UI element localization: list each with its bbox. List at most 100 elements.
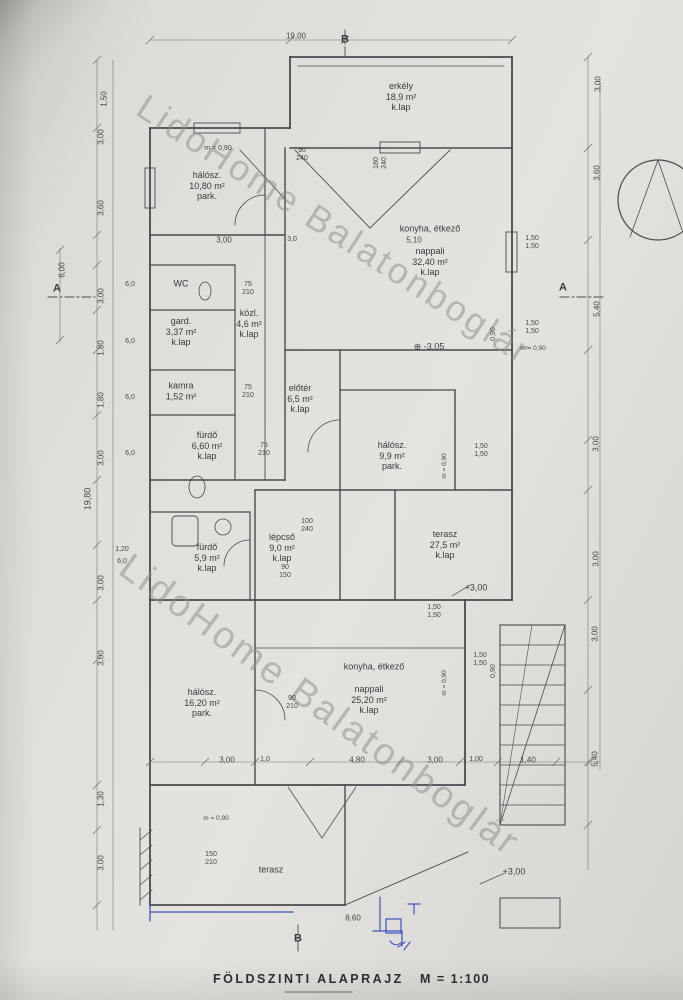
elevation-mark: ⊕ -3,05	[413, 341, 445, 352]
dimension-text: 3,00	[96, 855, 106, 871]
dimension-text: 3,00	[219, 755, 235, 765]
dimension-tick	[55, 335, 65, 345]
dimension-text: m = 0,90	[441, 453, 449, 479]
dimension-tick	[92, 540, 102, 550]
dimension-text: 1,80	[96, 392, 106, 408]
dimension-text: 5,40	[592, 301, 602, 317]
dimension-text: 3,00	[96, 575, 106, 591]
dimension-tick	[92, 780, 102, 790]
dimension-text: 3,00	[96, 288, 106, 304]
drawing-title: FÖLDSZINTI ALAPRAJZ	[213, 972, 404, 986]
dimension-tick	[583, 52, 593, 62]
section-marker: A	[559, 281, 567, 294]
dimension-tick	[92, 900, 102, 910]
drawing-scale: M = 1:100	[420, 972, 491, 986]
dimension-tick	[55, 245, 65, 255]
section-marker: A	[53, 282, 61, 295]
dimension-text: 0,90	[489, 327, 497, 341]
room-label: WC	[173, 278, 189, 289]
dimension-text: 1,40	[520, 755, 536, 765]
dimension-text: 3,00	[591, 436, 601, 452]
dimension-tick	[583, 485, 593, 495]
dimension-text: 1,00	[469, 755, 483, 763]
dimension-tick	[583, 143, 593, 153]
dimension-tick	[285, 35, 295, 45]
dimension-tick	[455, 757, 465, 767]
dimension-tick	[583, 595, 593, 605]
dimension-text: 3,60	[96, 200, 106, 216]
dimension-tick	[250, 757, 260, 767]
blue-pen-annotations	[149, 896, 421, 951]
dimension-text: 8,60	[345, 913, 361, 923]
dimension-text: 3,00	[591, 551, 601, 567]
dimension-text: 6,0	[125, 337, 135, 345]
dimension-tick	[145, 757, 155, 767]
dimension-text: 1,50	[99, 91, 109, 107]
dimension-text: 1,0	[260, 755, 270, 763]
dimension-text: 3,0	[287, 235, 297, 243]
dimension-tick	[92, 230, 102, 240]
dimension-text: 19,80	[82, 487, 93, 511]
dimension-tick	[340, 35, 350, 45]
dimension-tick	[92, 410, 102, 420]
dimension-lines	[47, 29, 605, 993]
dimension-text: 6,0	[125, 393, 135, 401]
dimension-text: 19,00	[285, 31, 307, 41]
section-marker: B	[341, 33, 349, 46]
dimension-text: m = 0,90	[203, 815, 229, 823]
dimension-text: 3,00	[593, 76, 603, 92]
dimension-text: 6,0	[125, 449, 135, 457]
dimension-tick	[305, 757, 315, 767]
dimension-tick	[395, 757, 405, 767]
room-label: konyha, étkező	[399, 223, 461, 234]
dimension-tick	[551, 757, 561, 767]
dimension-text: 1,20	[115, 545, 129, 553]
dimension-text: 6,00	[57, 262, 67, 278]
dimension-tick	[583, 235, 593, 245]
dimension-tick	[92, 345, 102, 355]
dimension-text: 3,00	[96, 650, 106, 666]
dimension-text: 3,00	[96, 129, 106, 145]
dimension-text: 3,00	[427, 755, 443, 765]
room-label: konyha, étkező	[343, 661, 405, 672]
hatch-pier	[139, 827, 153, 906]
dimension-tick	[92, 260, 102, 270]
dimension-tick	[583, 820, 593, 830]
dimension-tick	[92, 475, 102, 485]
dimension-text: 6,0	[117, 557, 127, 565]
dimension-tick	[583, 685, 593, 695]
dimension-text: 3,60	[592, 165, 602, 181]
elevation-mark: +3,00	[502, 866, 526, 877]
dimension-text: 5,40	[590, 751, 600, 767]
dimension-tick	[92, 595, 102, 605]
dimension-text: 5,10	[406, 235, 422, 245]
dimension-tick	[92, 655, 102, 665]
dimension-tick	[583, 757, 593, 767]
dimension-text: 1,80	[96, 340, 106, 356]
fixture-symbols	[171, 281, 232, 547]
dimension-text: m = 0,90	[204, 144, 232, 152]
